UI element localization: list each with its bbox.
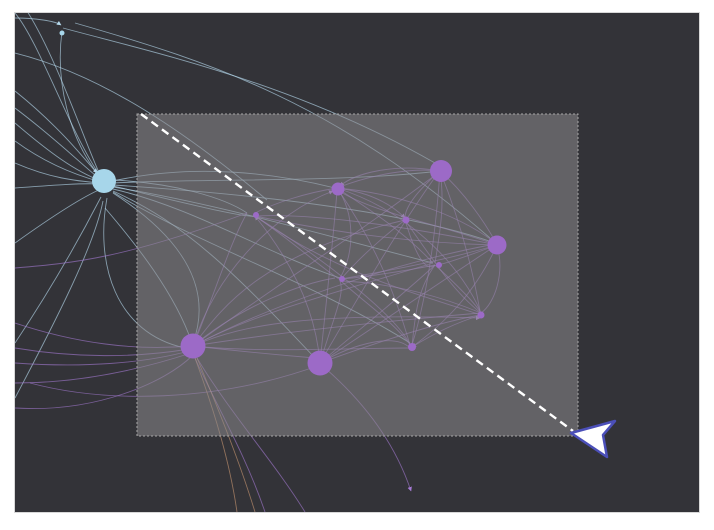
selection-rectangle	[136, 113, 579, 437]
graph-node-purple-3[interactable]	[487, 235, 507, 255]
graph-nodes	[59, 30, 507, 376]
graph-node-purple-9[interactable]	[408, 343, 416, 351]
graph-node-purple-10[interactable]	[180, 333, 206, 359]
graph-node-purple-8[interactable]	[477, 311, 485, 319]
graph-node-purple-1[interactable]	[331, 182, 345, 196]
graph-canvas[interactable]	[15, 13, 699, 512]
graph-node-blue-small-top[interactable]	[59, 30, 65, 36]
graph-node-purple-5[interactable]	[253, 212, 259, 218]
graph-node-purple-6[interactable]	[436, 262, 442, 268]
graph-node-purple-11[interactable]	[307, 350, 333, 376]
graph-node-purple-7[interactable]	[339, 276, 345, 282]
pointer-arrow-icon	[569, 419, 617, 459]
graph-node-purple-4[interactable]	[402, 216, 410, 224]
graph-svg[interactable]	[15, 13, 699, 512]
drag-line	[140, 113, 574, 432]
graph-node-blue-hub[interactable]	[92, 169, 116, 193]
graph-node-purple-2[interactable]	[430, 160, 452, 182]
